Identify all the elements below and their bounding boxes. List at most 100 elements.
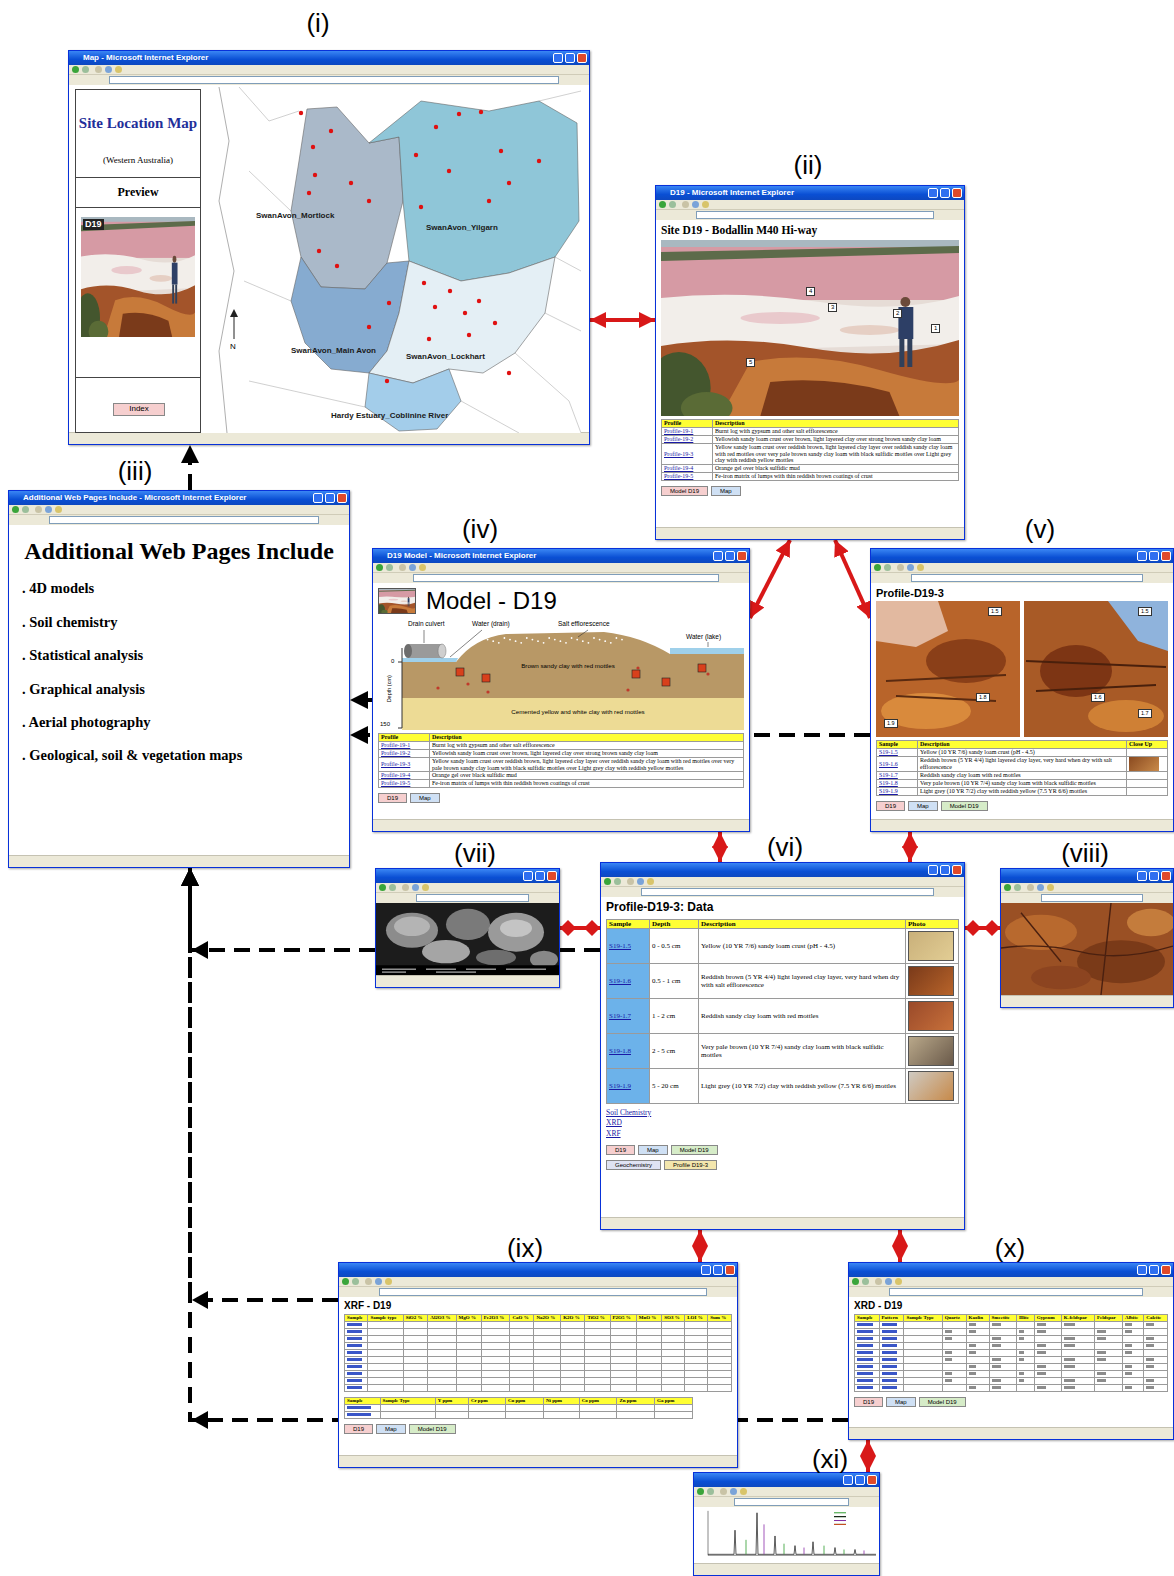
graphic-part xyxy=(457,112,461,116)
data-bar xyxy=(857,1351,873,1354)
table-cell xyxy=(942,1329,966,1336)
table-cell xyxy=(662,1329,685,1336)
table-cell: Kaolin xyxy=(966,1315,989,1322)
cell-text: Fe2O3 % xyxy=(484,1315,508,1321)
data-bar xyxy=(857,1337,873,1340)
data-bar xyxy=(347,1337,362,1340)
table-row: SampleDescriptionClose Up xyxy=(877,741,1168,749)
table-cell xyxy=(561,1343,585,1350)
data-bar xyxy=(969,1351,976,1354)
table-cell xyxy=(610,1343,636,1350)
table-cell: K-feldspar xyxy=(1061,1315,1094,1322)
home-icon xyxy=(419,564,426,571)
table-cell xyxy=(456,1329,481,1336)
toolbar xyxy=(9,505,349,515)
close-button xyxy=(1161,1265,1171,1275)
table-cell xyxy=(1144,1357,1168,1364)
graphic-part xyxy=(632,670,640,678)
maximize-button xyxy=(1149,871,1159,881)
graphic-part xyxy=(467,333,471,337)
table-cell xyxy=(561,1385,585,1392)
graphic-part xyxy=(834,1516,846,1517)
refresh-icon xyxy=(1037,884,1044,891)
graphic-part xyxy=(840,325,900,335)
address-bar xyxy=(601,887,964,897)
address-field xyxy=(1041,894,1143,902)
table-cell xyxy=(942,1385,966,1392)
site-photo xyxy=(661,240,959,416)
table-cell: S19-1.7 xyxy=(607,998,650,1033)
data-bar xyxy=(992,1344,1001,1347)
table-cell: Sample Type xyxy=(380,1398,435,1405)
table-cell xyxy=(942,1378,966,1385)
table-cell xyxy=(510,1364,534,1371)
table-cell xyxy=(610,1364,636,1371)
table-cell xyxy=(481,1385,510,1392)
table-cell xyxy=(561,1336,585,1343)
refresh-icon xyxy=(637,878,644,885)
graphic-part xyxy=(422,281,426,285)
graphic-part xyxy=(307,191,311,195)
back-icon xyxy=(604,878,611,885)
data-bar xyxy=(1125,1323,1132,1326)
graphic-part xyxy=(1005,915,1077,950)
graphic-part xyxy=(578,630,588,637)
graphic-part xyxy=(876,601,1020,737)
table-cell xyxy=(685,1336,708,1343)
table-cell: 0.5 - 1 cm xyxy=(650,963,699,998)
graphic-part xyxy=(876,601,1168,737)
graphic-part xyxy=(369,257,555,383)
graphic-part xyxy=(173,256,177,263)
table-cell: Cr ppm xyxy=(468,1398,505,1405)
table-cell xyxy=(879,1364,904,1371)
profile-link: Profile-19-2 xyxy=(381,750,427,757)
table-cell xyxy=(685,1350,708,1357)
table-cell: LOI % xyxy=(685,1315,708,1322)
data-bar xyxy=(1019,1330,1024,1333)
address-field xyxy=(413,574,719,582)
graphic-part xyxy=(694,1507,879,1563)
graphic-part xyxy=(419,205,423,209)
browser-window xyxy=(693,1472,880,1576)
table-row: S19-1.6Reddish brown (5 YR 4/4) light la… xyxy=(877,757,1168,772)
nav-button: D19 xyxy=(378,793,407,803)
table-cell xyxy=(966,1364,989,1371)
graphic-part xyxy=(477,299,481,303)
graphic-part xyxy=(111,266,141,274)
cell-text: SiO2 % xyxy=(406,1315,426,1321)
table-cell: Sample xyxy=(607,919,650,928)
graphic-part xyxy=(610,642,612,644)
graphic-part xyxy=(466,682,469,685)
table-row xyxy=(855,1350,1168,1357)
table-cell xyxy=(561,1364,585,1371)
table-cell xyxy=(368,1343,403,1350)
table-cell: Albite xyxy=(1123,1315,1144,1322)
graphic-part xyxy=(367,325,371,329)
table-row: ProfileDescription xyxy=(379,734,744,742)
table-cell: Ni ppm xyxy=(543,1398,579,1405)
minimize-button xyxy=(313,493,323,503)
page-content: XRD - D19SamplePatternSample TypeQuartzK… xyxy=(849,1297,1173,1427)
cell-text: Quartz xyxy=(945,1315,964,1321)
table-cell xyxy=(855,1322,880,1329)
table-cell: Description xyxy=(713,419,959,427)
title-bar xyxy=(376,869,559,883)
address-field xyxy=(109,76,559,84)
table-cell xyxy=(585,1322,610,1329)
table-body: SampleSample TypeY ppmCr ppmCu ppmNi ppm… xyxy=(345,1398,693,1419)
table-cell: Cu ppm xyxy=(505,1398,543,1405)
preview-photo xyxy=(81,217,195,337)
figure-label: Drain culvert xyxy=(408,620,444,627)
graphic-part xyxy=(599,639,601,641)
minimize-button xyxy=(928,188,938,198)
graphic-part xyxy=(706,672,709,675)
browser-window-node: (ix)XRF - D19SampleSample typeSiO2 %Al2O… xyxy=(338,1233,738,1468)
navigation-arrow xyxy=(965,926,1000,930)
table-cell xyxy=(403,1364,428,1371)
sem-image xyxy=(376,903,559,975)
stop-icon xyxy=(682,201,689,208)
graphic-part xyxy=(604,640,606,642)
data-bar xyxy=(969,1330,976,1333)
table-cell: Fe-iron matrix of lumps with thin reddis… xyxy=(713,473,959,481)
callout-number: 1.5 xyxy=(1138,607,1152,616)
